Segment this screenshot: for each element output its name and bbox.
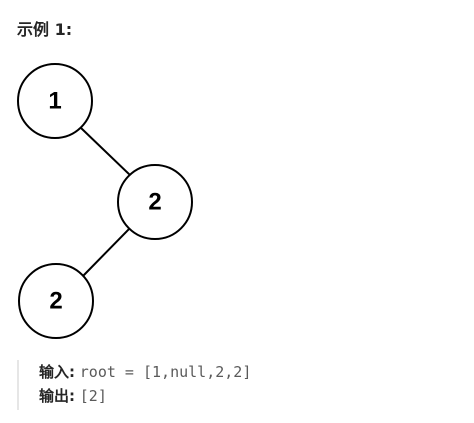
tree-edge-n2-n3 bbox=[82, 228, 130, 277]
output-label: 输出: bbox=[39, 387, 75, 405]
tree-node-n3-label: 2 bbox=[49, 288, 62, 315]
input-value: root = [1,null,2,2] bbox=[79, 363, 252, 381]
input-label: 输入: bbox=[39, 363, 75, 381]
output-value: [2] bbox=[79, 387, 107, 405]
tree-node-n1: 1 bbox=[17, 63, 93, 139]
tree-node-n1-label: 1 bbox=[48, 88, 61, 115]
output-line: 输出: [2] bbox=[39, 384, 457, 408]
binary-tree-diagram: 1 2 2 bbox=[17, 63, 193, 339]
example-io-block: 输入: root = [1,null,2,2] 输出: [2] bbox=[17, 360, 457, 410]
tree-edge-n1-n2 bbox=[80, 127, 132, 177]
tree-node-n3: 2 bbox=[18, 263, 94, 339]
tree-node-n2-label: 2 bbox=[148, 189, 161, 216]
example-heading: 示例 1: bbox=[17, 20, 73, 39]
input-line: 输入: root = [1,null,2,2] bbox=[39, 360, 457, 384]
tree-node-n2: 2 bbox=[117, 164, 193, 240]
